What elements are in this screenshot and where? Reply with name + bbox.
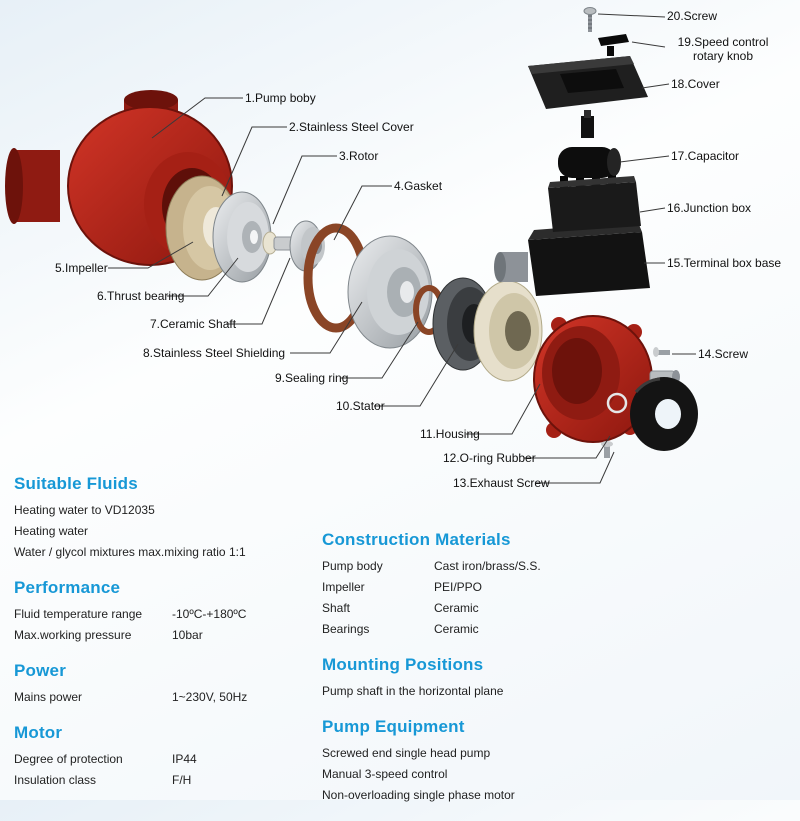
part-winding-ring [473,280,543,382]
pump-equipment-line: Manual 3-speed control [322,767,448,781]
section-power: Power Mains power 1~230V, 50Hz [14,661,314,706]
spec-value: -10ºC-+180ºC [172,607,247,621]
part-label-5: 5.Impeller [55,261,108,275]
spec-value: 1~230V, 50Hz [172,690,248,704]
part-exhaust-screw [601,441,613,458]
part-o-ring [630,377,698,451]
part-label-14: 14.Screw [698,347,749,361]
exploded-pump-diagram: 1.Pump boby 2.Stainless Steel Cover 3.Ro… [5,7,782,490]
spec-label: Degree of protection [14,752,123,766]
part-label-16: 16.Junction box [667,201,752,215]
part-label-10: 10.Stator [336,399,385,413]
part-label-8: 8.Stainless Steel Shielding [143,346,286,360]
pump-equipment-line: Screwed end single head pump [322,746,491,760]
part-label-15: 15.Terminal box base [667,256,782,270]
spec-label: Max.working pressure [14,628,132,642]
spec-sections: Suitable Fluids Heating water to VD12035… [0,468,800,802]
spec-value: 10bar [172,628,203,642]
section-title-construction-materials: Construction Materials [322,530,511,549]
section-title-performance: Performance [14,578,121,597]
pump-equipment-line: Non-overloading single phase motor [322,788,515,802]
spec-row: Shaft Ceramic [322,599,652,617]
part-label-1: 1.Pump boby [245,91,316,105]
spec-label: Mains power [14,690,83,704]
section-suitable-fluids: Suitable Fluids Heating water to VD12035… [14,474,314,561]
section-title-motor: Motor [14,723,63,742]
part-capacitor [558,147,621,178]
section-title-power: Power [14,661,67,680]
section-construction-materials: Construction Materials Pump body Cast ir… [322,530,652,638]
part-housing [533,315,680,443]
spec-label: Fluid temperature range [14,607,143,621]
suitable-fluids-line: Heating water [14,524,89,538]
spec-label: Impeller [322,580,365,594]
part-junction-box [548,172,641,232]
pump-exploded-illustration [5,7,698,484]
part-stainless-cover [212,191,272,283]
part-label-13: 13.Exhaust Screw [453,476,550,490]
part-label-20: 20.Screw [667,9,718,23]
part-label-17: 17.Capacitor [671,149,740,163]
spec-row: Pump body Cast iron/brass/S.S. [322,557,652,575]
part-label-7: 7.Ceramic Shaft [150,317,237,331]
part-label-6: 6.Thrust bearing [97,289,185,303]
spec-value: F/H [172,773,192,787]
spec-row: Impeller PEI/PPO [322,578,652,596]
leader-lines [108,13,696,484]
section-motor: Motor Degree of protection IP44 Insulati… [14,723,314,789]
spec-column-left: Suitable Fluids Heating water to VD12035… [14,474,314,806]
part-label-19: 19.Speed control rotary knob [677,35,769,63]
part-label-9: 9.Sealing ring [275,371,349,385]
spec-row: Fluid temperature range -10ºC-+180ºC [14,605,314,623]
spec-row: Mains power 1~230V, 50Hz [14,688,314,706]
part-plug [581,110,594,138]
section-pump-equipment: Pump Equipment Screwed end single head p… [322,717,652,804]
suitable-fluids-line: Heating water to VD12035 [14,503,155,517]
part-cover [528,56,648,109]
spec-value: PEI/PPO [434,580,483,594]
part-label-12: 12.O-ring Rubber [443,451,536,465]
spec-label: Bearings [322,622,370,636]
mounting-positions-line: Pump shaft in the horizontal plane [322,684,504,698]
spec-value: Cast iron/brass/S.S. [434,559,541,573]
section-title-pump-equipment: Pump Equipment [322,717,465,736]
section-mounting-positions: Mounting Positions Pump shaft in the hor… [322,655,652,700]
spec-label: Shaft [322,601,351,615]
spec-label: Pump body [322,559,383,573]
spec-label: Insulation class [14,773,97,787]
spec-row: Bearings Ceramic [322,620,652,638]
part-rotary-knob [598,34,629,56]
section-performance: Performance Fluid temperature range -10º… [14,578,314,644]
part-label-11: 11.Housing [420,427,480,441]
spec-value: Ceramic [434,601,479,615]
section-title-suitable-fluids: Suitable Fluids [14,474,138,493]
spec-row: Degree of protection IP44 [14,750,314,768]
part-screw-20 [583,7,597,32]
spec-column-right: Construction Materials Pump body Cast ir… [322,530,652,821]
spec-value: Ceramic [434,622,479,636]
part-screw-14 [653,347,670,357]
part-label-3: 3.Rotor [339,149,379,163]
spec-row: Max.working pressure 10bar [14,626,314,644]
spec-row: Insulation class F/H [14,771,314,789]
part-label-18: 18.Cover [671,77,720,91]
section-title-mounting-positions: Mounting Positions [322,655,484,674]
part-label-2: 2.Stainless Steel Cover [289,120,414,134]
suitable-fluids-line: Water / glycol mixtures max.mixing ratio… [14,545,246,559]
part-label-4: 4.Gasket [394,179,443,193]
spec-value: IP44 [172,752,197,766]
